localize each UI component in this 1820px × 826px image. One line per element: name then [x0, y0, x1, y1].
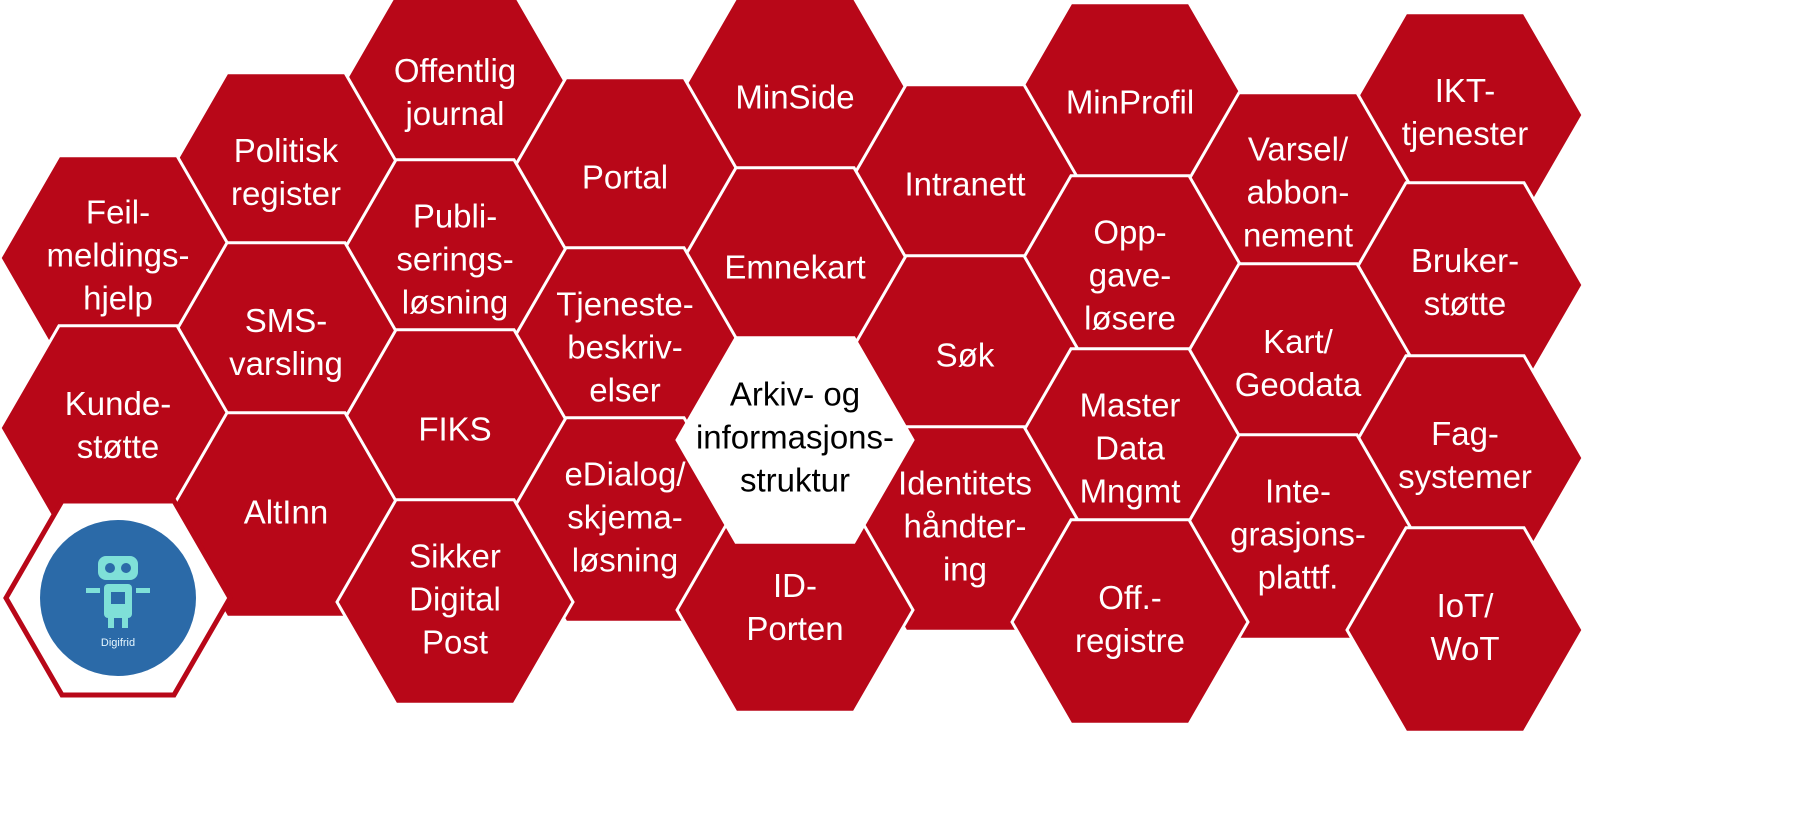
hex-label: MinProfil [1066, 84, 1194, 121]
hex-label: ing [943, 551, 987, 588]
hex-feilmeldingshjelp: Feil-meldings-hjelp [0, 154, 238, 362]
hex-label: elser [589, 372, 661, 409]
hex-label: Offentlig [394, 52, 516, 89]
hex-label: løsning [402, 284, 508, 321]
robot-part [122, 618, 128, 628]
hex-publiseringslosning: Publi-serings-løsning [335, 158, 575, 366]
hex-shape [1345, 526, 1585, 734]
hex-label: Geodata [1235, 366, 1362, 403]
hex-label: Politisk [234, 132, 339, 169]
hex-label: løsere [1084, 300, 1176, 337]
hex-label: serings- [396, 241, 513, 278]
hex-label: tjenester [1402, 115, 1529, 152]
hex-label: håndter- [904, 508, 1027, 545]
robot-part [121, 563, 131, 573]
hex-label: nement [1243, 217, 1353, 254]
hex-label: gave- [1089, 257, 1172, 294]
digifrid-logo: Digifrid [3, 498, 233, 698]
hex-label: systemer [1398, 458, 1532, 495]
hex-label: SMS- [245, 302, 328, 339]
robot-icon [86, 556, 150, 628]
hex-label: Kart/ [1263, 323, 1334, 360]
hex-label: FIKS [418, 411, 491, 448]
hex-label: Bruker- [1411, 242, 1519, 279]
hex-label: løsning [572, 542, 678, 579]
hex-label: Tjeneste- [556, 286, 694, 323]
hex-label: Portal [582, 159, 668, 196]
hex-label: hjelp [83, 280, 153, 317]
hex-label: Varsel/ [1248, 131, 1349, 168]
hex-label: Emnekart [724, 249, 865, 286]
hex-edialog-skjemalosning: eDialog/skjema-løsning [505, 416, 745, 624]
hex-label: Porten [746, 610, 843, 647]
hex-label: Opp- [1093, 214, 1166, 251]
hex-label: Arkiv- og [730, 376, 860, 413]
hex-label: meldings- [46, 237, 189, 274]
hex-label: Kunde- [65, 385, 171, 422]
hex-label: støtte [1424, 285, 1507, 322]
robot-part [111, 592, 125, 604]
hex-label: register [231, 175, 341, 212]
hex-label: IoT/ [1437, 587, 1495, 624]
hex-sms-varsling: SMS-varsling [166, 241, 406, 449]
hex-label: ID- [773, 567, 817, 604]
hex-integrasjonsplattf: Inte-grasjons-plattf. [1178, 433, 1418, 641]
hex-label: abbon- [1247, 174, 1350, 211]
hex-label: IKT- [1435, 72, 1496, 109]
hex-label: Inte- [1265, 473, 1331, 510]
hex-shape [675, 336, 915, 544]
hex-label: Digital [409, 581, 501, 618]
hex-label: Off.- [1098, 579, 1162, 616]
hex-label: Publi- [413, 198, 497, 235]
robot-part [105, 563, 115, 573]
hex-label: eDialog/ [564, 456, 686, 493]
hex-label: Post [422, 624, 488, 661]
hex-arkiv-informasjonsstruktur: Arkiv- og informasjons-struktur [675, 336, 915, 544]
hex-oppgavelosere: Opp-gave-løsere [1010, 174, 1250, 382]
hex-label: Identitets [898, 465, 1032, 502]
hex-off-registre: Off.- registre [1010, 518, 1250, 726]
hex-label: MinSide [735, 79, 854, 116]
hex-label: Feil- [86, 194, 150, 231]
hex-shape [335, 498, 575, 706]
hex-label: informasjons- [696, 419, 894, 456]
logo-text: Digifrid [101, 637, 135, 649]
center-hex: Arkiv- og informasjons-struktur [675, 336, 915, 544]
hex-label: varsling [229, 345, 343, 382]
hex-shape [1010, 518, 1250, 726]
hex-label: Søk [936, 337, 995, 374]
hex-emnekart: Emnekart [675, 166, 915, 374]
hex-label: plattf. [1258, 559, 1339, 596]
robot-part [136, 588, 150, 593]
hex-label: struktur [740, 462, 850, 499]
hex-label: Fag- [1431, 415, 1499, 452]
hex-kart-geodata: Kart/Geodata [1178, 262, 1418, 470]
hex-label: WoT [1430, 630, 1499, 667]
hex-fagsystemer: Fag-systemer [1345, 354, 1585, 562]
robot-part [108, 618, 114, 628]
hex-label: grasjons- [1230, 516, 1366, 553]
hex-label: registre [1075, 622, 1185, 659]
hex-label: Data [1095, 430, 1165, 467]
hex-label: journal [404, 95, 504, 132]
hex-label: støtte [77, 428, 160, 465]
hex-layer: Offentlig journal MinSide MinProfil IKT-tjen… [0, 0, 1585, 734]
hex-iot-wot: IoT/WoT [1345, 526, 1585, 734]
hex-label: Mngmt [1080, 473, 1181, 510]
hex-label: Sikker [409, 538, 501, 575]
robot-part [98, 556, 138, 580]
hex-label: Master [1080, 387, 1181, 424]
robot-part [86, 588, 100, 593]
hex-tjenestebeskrivelser: Tjeneste-beskriv-elser [505, 246, 745, 454]
hex-label: AltInn [244, 494, 328, 531]
hex-label: Intranett [904, 166, 1025, 203]
hex-label: skjema- [567, 499, 683, 536]
hex-label: beskriv- [567, 329, 683, 366]
logo-hex: Digifrid [3, 498, 233, 698]
hex-altinn: AltInn [166, 411, 406, 619]
